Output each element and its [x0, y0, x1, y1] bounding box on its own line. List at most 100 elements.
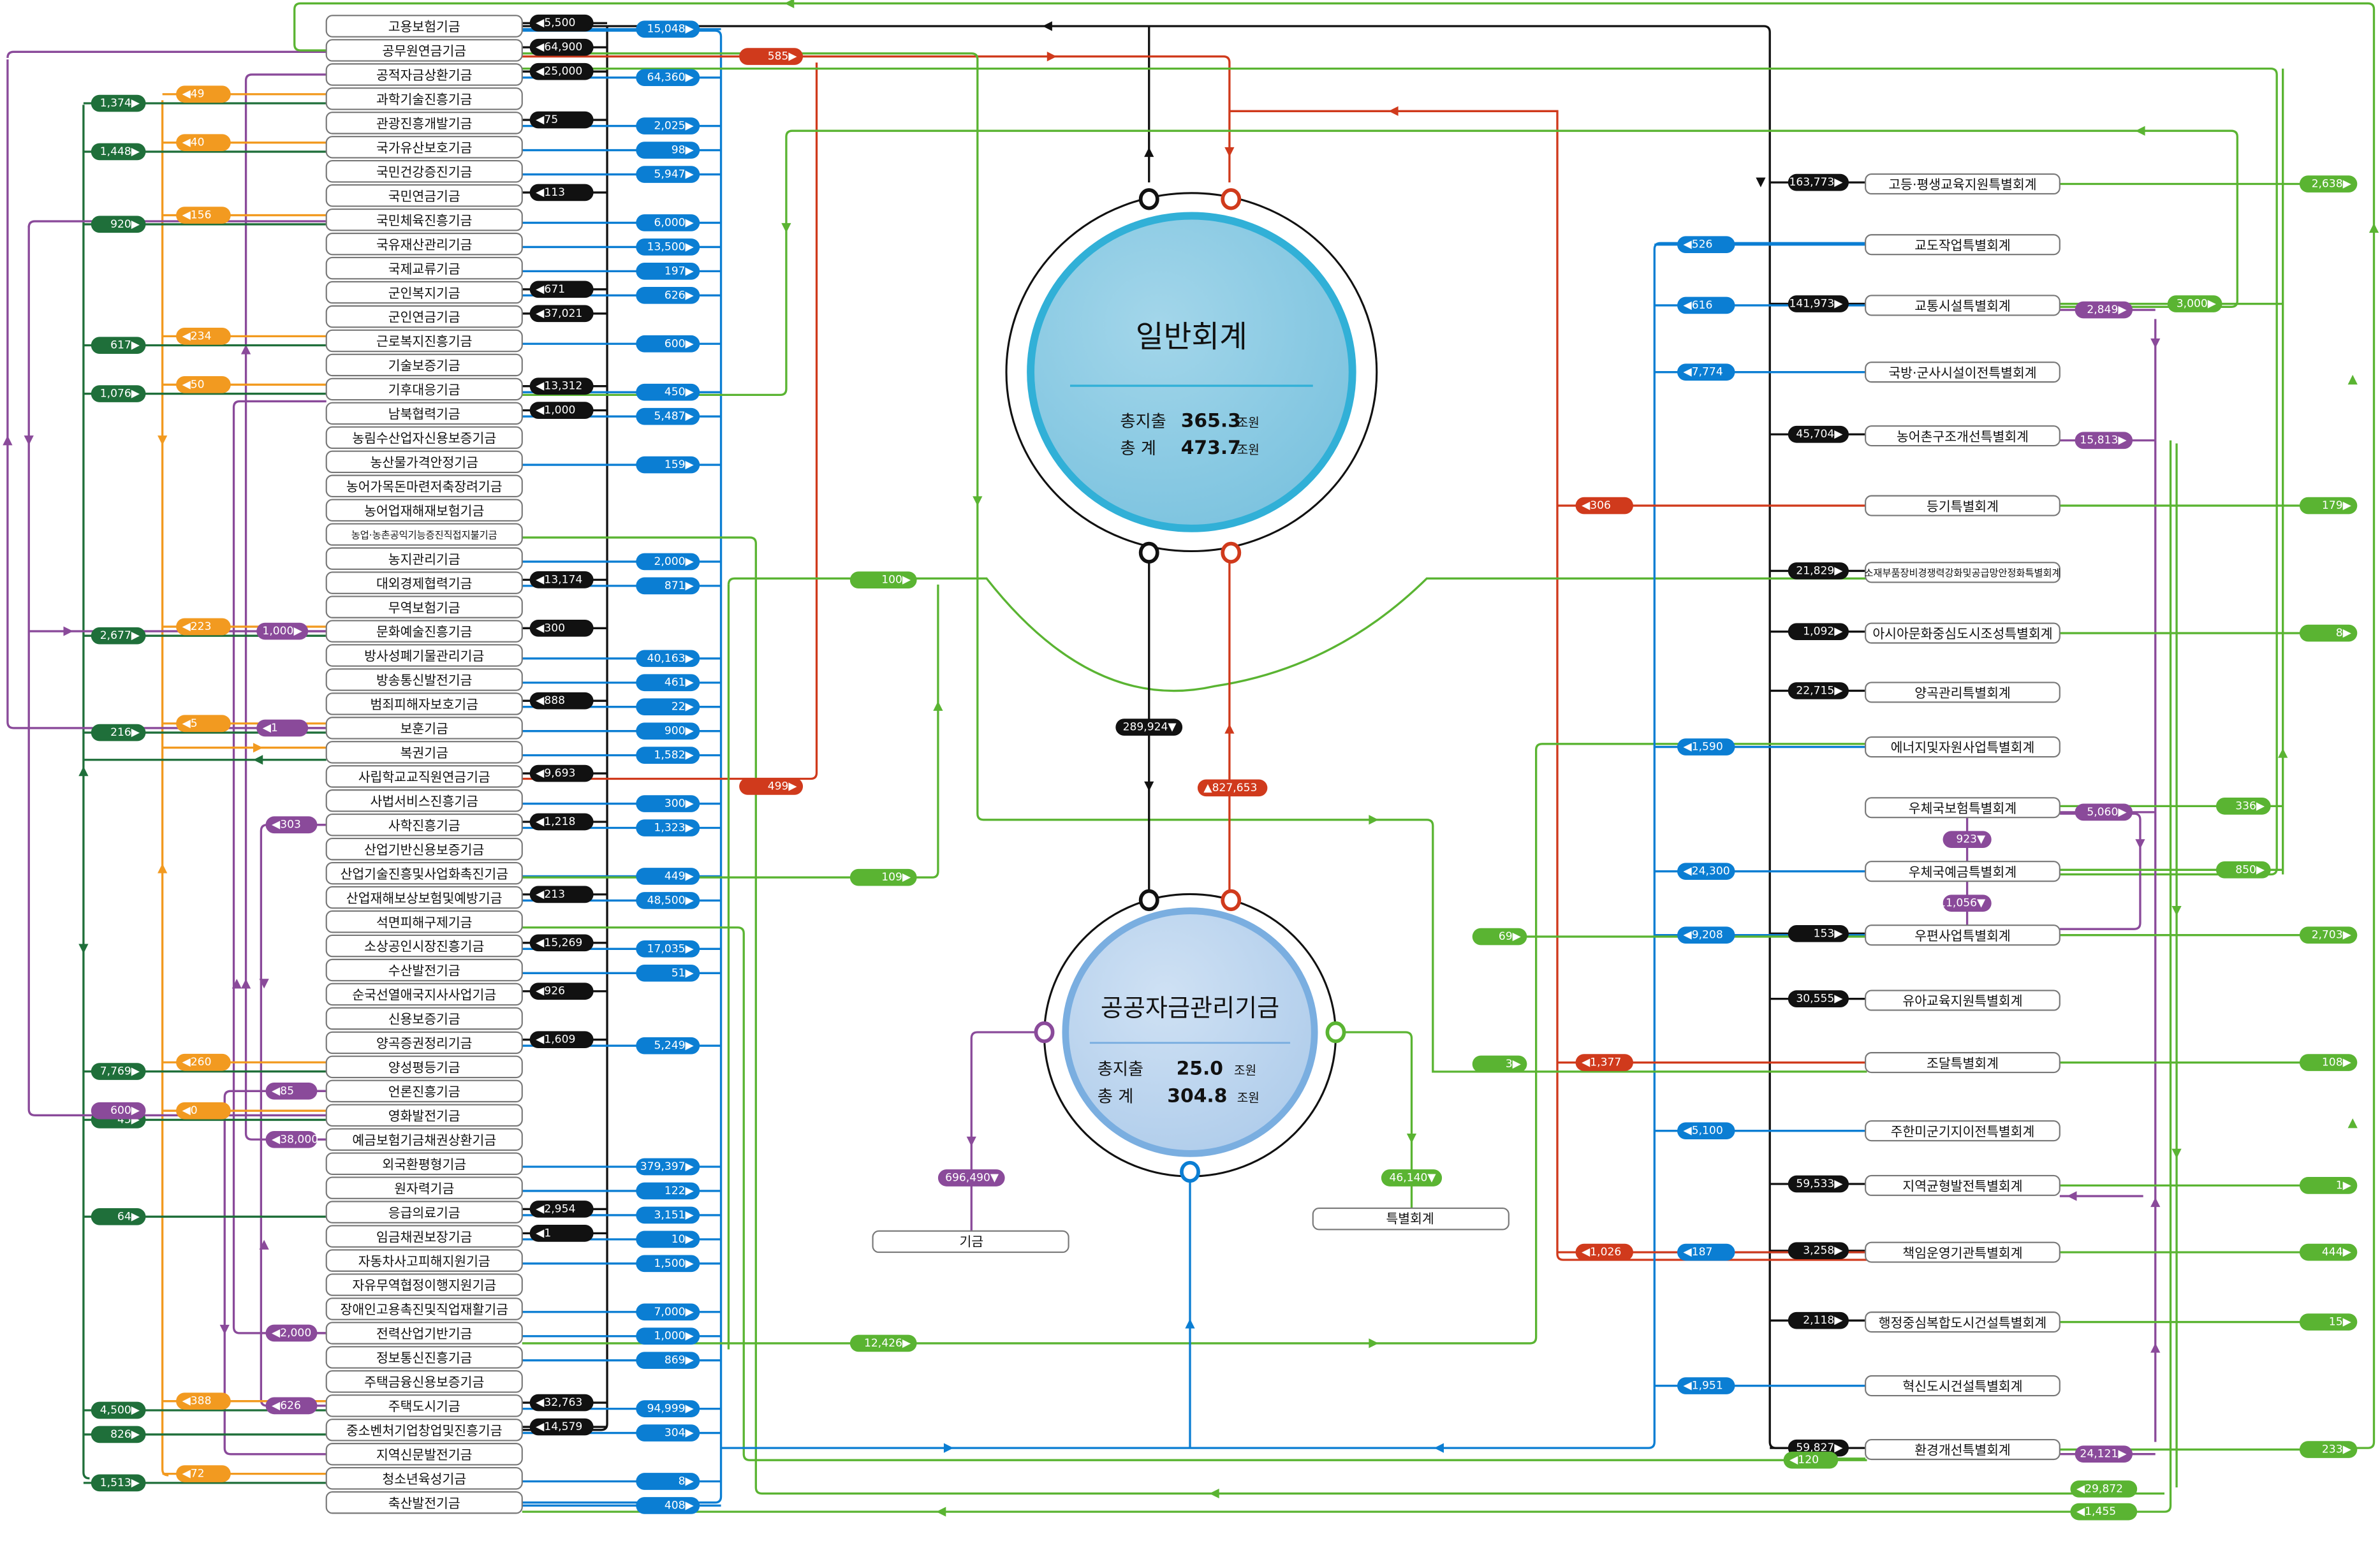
fund-node[interactable]: 기술보증기금 — [325, 353, 523, 377]
purple-transfer-badge[interactable]: ◀2,000 — [265, 1324, 318, 1342]
purple-transfer-badge[interactable]: 1,000▶ — [256, 622, 309, 640]
hub-link-badge[interactable]: 46,140▼ — [1381, 1169, 1443, 1187]
fund-node[interactable]: 공적자금상환기금 — [325, 63, 523, 86]
fund-node[interactable]: 신용보증기금 — [325, 1007, 523, 1030]
general-outflow-badge[interactable]: 59,533▶ — [1788, 1175, 1849, 1193]
purple-transfer-badge[interactable]: 2,849▶ — [2075, 301, 2133, 319]
fund-node[interactable]: 방사성폐기물관리기금 — [325, 644, 523, 667]
special-account-node[interactable]: 책임운영기관특별회계 — [1865, 1241, 2060, 1263]
public-fund-deposit-badge[interactable]: 450▶ — [636, 383, 700, 401]
fund-node[interactable]: 근로복지진흥기금 — [325, 329, 523, 353]
orange-transfer-badge[interactable]: ◀50 — [176, 376, 231, 393]
fund-node[interactable]: 과학기술진흥기금 — [325, 87, 523, 110]
general-outflow-badge[interactable]: 1,092▶ — [1788, 623, 1849, 640]
public-fund-deposit-badge[interactable]: 22▶ — [636, 698, 700, 716]
orange-transfer-badge[interactable]: ◀72 — [176, 1465, 231, 1482]
general-inflow-badge[interactable]: ◀300 — [529, 619, 594, 637]
purple-transfer-badge[interactable]: 5,060▶ — [2075, 803, 2133, 821]
fund-node[interactable]: 소상공인시장진흥기금 — [325, 934, 523, 958]
green-transfer-badge[interactable]: 2,638▶ — [2299, 175, 2358, 193]
fund-node[interactable]: 보훈기금 — [325, 717, 523, 740]
fund-node[interactable]: 자유무역협정이행지원기금 — [325, 1273, 523, 1296]
general-inflow-badge[interactable]: ◀888 — [529, 692, 594, 710]
general-inflow-badge[interactable]: ◀25,000 — [529, 62, 594, 80]
fund-node[interactable]: 언론진흥기금 — [325, 1079, 523, 1103]
public-fund-deposit-badge[interactable]: 869▶ — [636, 1352, 700, 1369]
special-account-node[interactable]: 우체국예금특별회계 — [1865, 861, 2060, 882]
fund-node[interactable]: 사법서비스진흥기금 — [325, 789, 523, 812]
orange-transfer-badge[interactable]: ◀5 — [176, 715, 231, 733]
public-fund-loan-badge[interactable]: ◀187 — [1677, 1243, 1735, 1261]
general-inflow-badge[interactable]: ◀1,609 — [529, 1031, 594, 1048]
general-inflow-badge[interactable]: ◀671 — [529, 281, 594, 298]
public-fund-loan-badge[interactable]: ◀616 — [1677, 296, 1735, 314]
public-fund-deposit-badge[interactable]: 1,500▶ — [636, 1255, 700, 1273]
fund-node[interactable]: 전력산업기반기금 — [325, 1322, 523, 1345]
darkgreen-transfer-badge[interactable]: 1,076▶ — [91, 385, 146, 402]
public-fund-loan-badge[interactable]: ◀1,951 — [1677, 1377, 1735, 1394]
purple-transfer-badge[interactable]: ◀303 — [265, 816, 318, 834]
general-account-hub[interactable]: 일반회계 총지출 365.3 조원 총 계 473.7 조원 — [1005, 192, 1378, 553]
fund-node[interactable]: 주택도시기금 — [325, 1394, 523, 1417]
fund-node[interactable]: 축산발전기금 — [325, 1491, 523, 1514]
fund-node[interactable]: 수산발전기금 — [325, 958, 523, 982]
deposit-badge[interactable]: 585▶ — [739, 48, 804, 65]
fund-node[interactable]: 농산물가격안정기금 — [325, 450, 523, 474]
public-fund-deposit-badge[interactable]: 871▶ — [636, 577, 700, 595]
general-inflow-badge[interactable]: ◀13,312 — [529, 377, 594, 395]
green-transfer-badge[interactable]: 233▶ — [2299, 1441, 2358, 1458]
public-fund-deposit-badge[interactable]: 98▶ — [636, 142, 700, 159]
orange-transfer-badge[interactable]: ◀0 — [176, 1102, 231, 1120]
special-account-node[interactable]: 농어촌구조개선특별회계 — [1865, 425, 2060, 447]
special-account-node[interactable]: 우체국보험특별회계 — [1865, 797, 2060, 819]
darkgreen-transfer-badge[interactable]: 1,513▶ — [91, 1474, 146, 1492]
general-inflow-badge[interactable]: ◀213 — [529, 886, 594, 903]
green-transfer-badge[interactable]: 2,703▶ — [2299, 926, 2358, 944]
orange-transfer-badge[interactable]: ◀388 — [176, 1392, 231, 1410]
public-fund-deposit-badge[interactable]: 197▶ — [636, 263, 700, 280]
fund-node[interactable]: 응급의료기금 — [325, 1201, 523, 1223]
general-outflow-badge[interactable]: 22,715▶ — [1788, 682, 1849, 699]
fund-node[interactable]: 농지관리기금 — [325, 547, 523, 570]
special-account-node[interactable]: 지역균형발전특별회계 — [1865, 1174, 2060, 1196]
fund-node[interactable]: 산업재해보상보험및예방기금 — [325, 886, 523, 909]
fund-node[interactable]: 기후대응기금 — [325, 377, 523, 401]
public-fund-deposit-badge[interactable]: 10▶ — [636, 1230, 700, 1248]
fund-node[interactable]: 영화발전기금 — [325, 1104, 523, 1127]
darkgreen-transfer-badge[interactable]: 617▶ — [91, 337, 146, 354]
general-inflow-badge[interactable]: ◀37,021 — [529, 305, 594, 323]
purple-transfer-badge[interactable]: ◀626 — [265, 1397, 318, 1415]
general-inflow-badge[interactable]: ◀14,579 — [529, 1418, 594, 1436]
public-fund-deposit-badge[interactable]: 64,360▶ — [636, 69, 700, 87]
general-inflow-badge[interactable]: ◀75 — [529, 111, 594, 129]
fund-node[interactable]: 사학진흥기금 — [325, 814, 523, 836]
public-fund-deposit-badge[interactable]: 461▶ — [636, 674, 700, 692]
public-fund-deposit-badge[interactable]: 15,048▶ — [636, 20, 700, 38]
public-fund-deposit-badge[interactable]: 5,947▶ — [636, 166, 700, 183]
darkgreen-transfer-badge[interactable]: 1,448▶ — [91, 143, 146, 161]
fund-node[interactable]: 중소벤처기업창업및진흥기금 — [325, 1419, 523, 1442]
special-account-node[interactable]: 조달특별회계 — [1865, 1052, 2060, 1074]
green-transfer-badge[interactable]: 336▶ — [2215, 798, 2271, 815]
hub-link-badge[interactable]: 289,924▼ — [1115, 719, 1183, 736]
deposit-badge[interactable]: 499▶ — [739, 778, 804, 795]
darkgreen-transfer-badge[interactable]: 64▶ — [91, 1208, 146, 1225]
public-fund-deposit-badge[interactable]: 600▶ — [636, 335, 700, 353]
public-fund-loan-badge[interactable]: ◀24,300 — [1677, 863, 1735, 880]
public-fund-deposit-badge[interactable]: 94,999▶ — [636, 1400, 700, 1417]
general-outflow-badge[interactable]: 45,704▶ — [1788, 425, 1849, 443]
special-account-node[interactable]: 에너지및자원사업특별회계 — [1865, 736, 2060, 758]
public-fund-deposit-badge[interactable]: 379,397▶ — [636, 1158, 700, 1176]
fund-node[interactable]: 자동차사고피해지원기금 — [325, 1249, 523, 1272]
fund-node[interactable]: 농어가목돈마련저축장려기금 — [325, 474, 523, 498]
deposit-badge[interactable]: ◀1,026 — [1575, 1243, 1633, 1261]
green-transfer-badge[interactable]: 179▶ — [2299, 497, 2358, 515]
fund-node[interactable]: 순국선열애국지사사업기금 — [325, 982, 523, 1006]
green-transfer-badge[interactable]: 12,426▶ — [849, 1334, 917, 1352]
fund-node[interactable]: 공무원연금기금 — [325, 39, 523, 62]
public-fund-deposit-badge[interactable]: 300▶ — [636, 795, 700, 812]
fund-node[interactable]: 문화예술진흥기금 — [325, 620, 523, 643]
darkgreen-transfer-badge[interactable]: 216▶ — [91, 724, 146, 741]
public-fund-deposit-badge[interactable]: 48,500▶ — [636, 892, 700, 909]
general-inflow-badge[interactable]: ◀1,218 — [529, 813, 594, 831]
